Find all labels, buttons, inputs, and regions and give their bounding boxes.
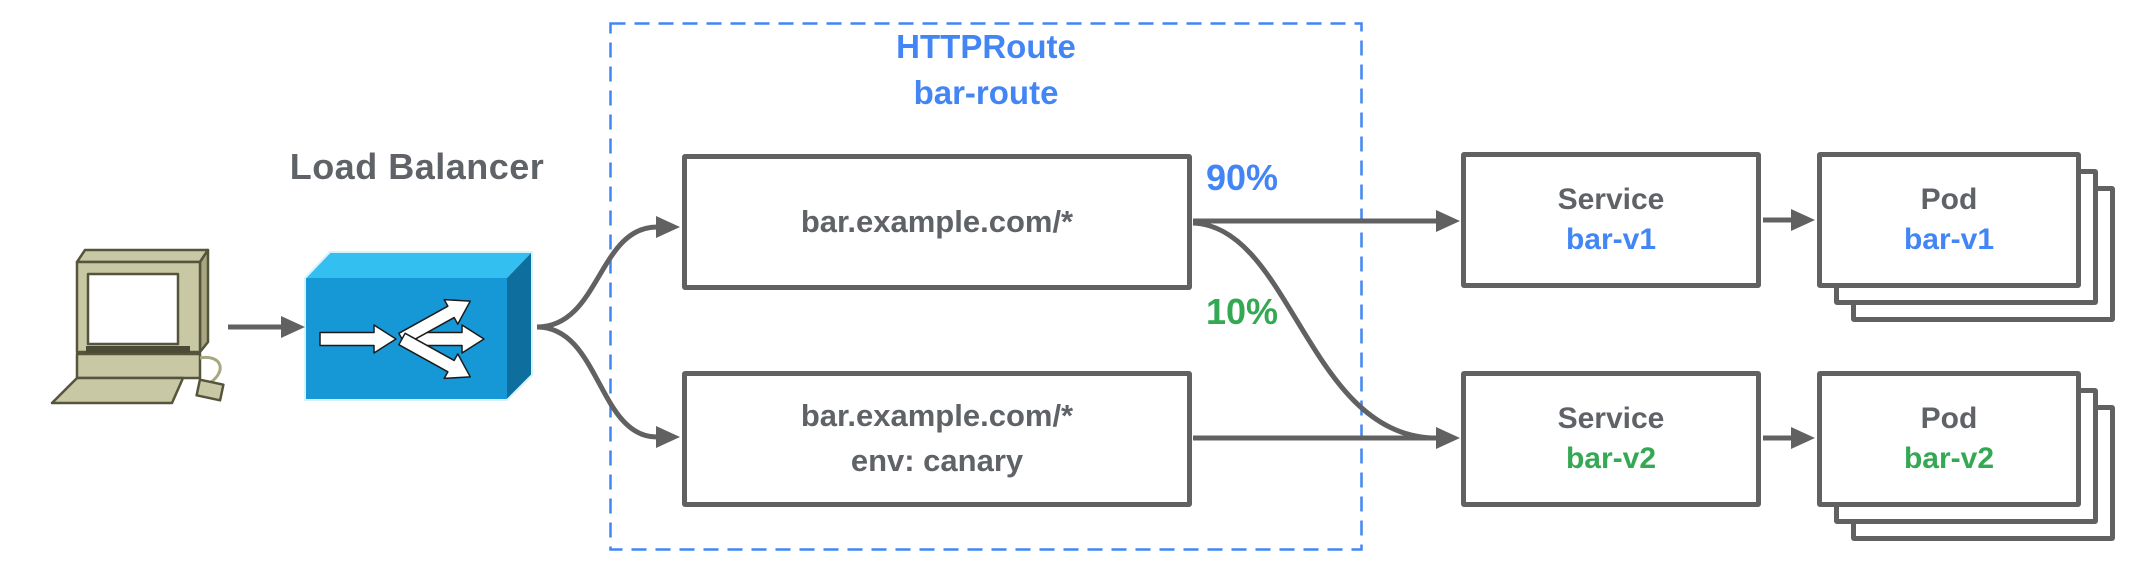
service-box-bar-v1: Service bar-v1	[1461, 152, 1761, 288]
pod-stack-bar-v1: Pod bar-v1	[1817, 152, 2117, 324]
route-rule-box-primary: bar.example.com/*	[682, 154, 1192, 290]
service-name-label: bar-v1	[1565, 223, 1657, 256]
connector-arrows	[228, 209, 1815, 449]
pod-kind-label: Pod	[1920, 182, 1978, 216]
httproute-dashed-boundary	[609, 22, 1363, 551]
load-balancer-icon	[304, 251, 533, 401]
pod-kind-label: Pod	[1920, 401, 1978, 435]
service-kind-label: Service	[1557, 401, 1665, 435]
pod-box-bar-v2: Pod bar-v2	[1817, 371, 2081, 507]
rule-match-text: bar.example.com/*	[800, 203, 1074, 239]
httproute-kind-label: HTTPRoute	[896, 28, 1076, 65]
httproute-name-label: bar-route	[913, 73, 1059, 111]
rule-header-text: env: canary	[850, 443, 1024, 478]
pod-box-bar-v1: Pod bar-v1	[1817, 152, 2081, 288]
route-rule-box-canary: bar.example.com/* env: canary	[682, 371, 1192, 507]
service-name-label: bar-v2	[1565, 442, 1657, 475]
weight-canary-label: 10%	[1206, 291, 1279, 332]
rule-match-text: bar.example.com/*	[800, 398, 1074, 434]
pod-name-label: bar-v2	[1903, 442, 1995, 475]
weight-primary-label: 90%	[1206, 157, 1279, 198]
pod-stack-bar-v2: Pod bar-v2	[1817, 371, 2117, 543]
httproute-title: HTTPRoute bar-route	[610, 24, 1362, 115]
load-balancer-label: Load Balancer	[289, 146, 545, 187]
service-kind-label: Service	[1557, 182, 1665, 216]
service-box-bar-v2: Service bar-v2	[1461, 371, 1761, 507]
canary-split-curve	[1192, 220, 1438, 441]
desktop-computer-icon	[50, 248, 225, 405]
pod-name-label: bar-v1	[1903, 223, 1995, 256]
